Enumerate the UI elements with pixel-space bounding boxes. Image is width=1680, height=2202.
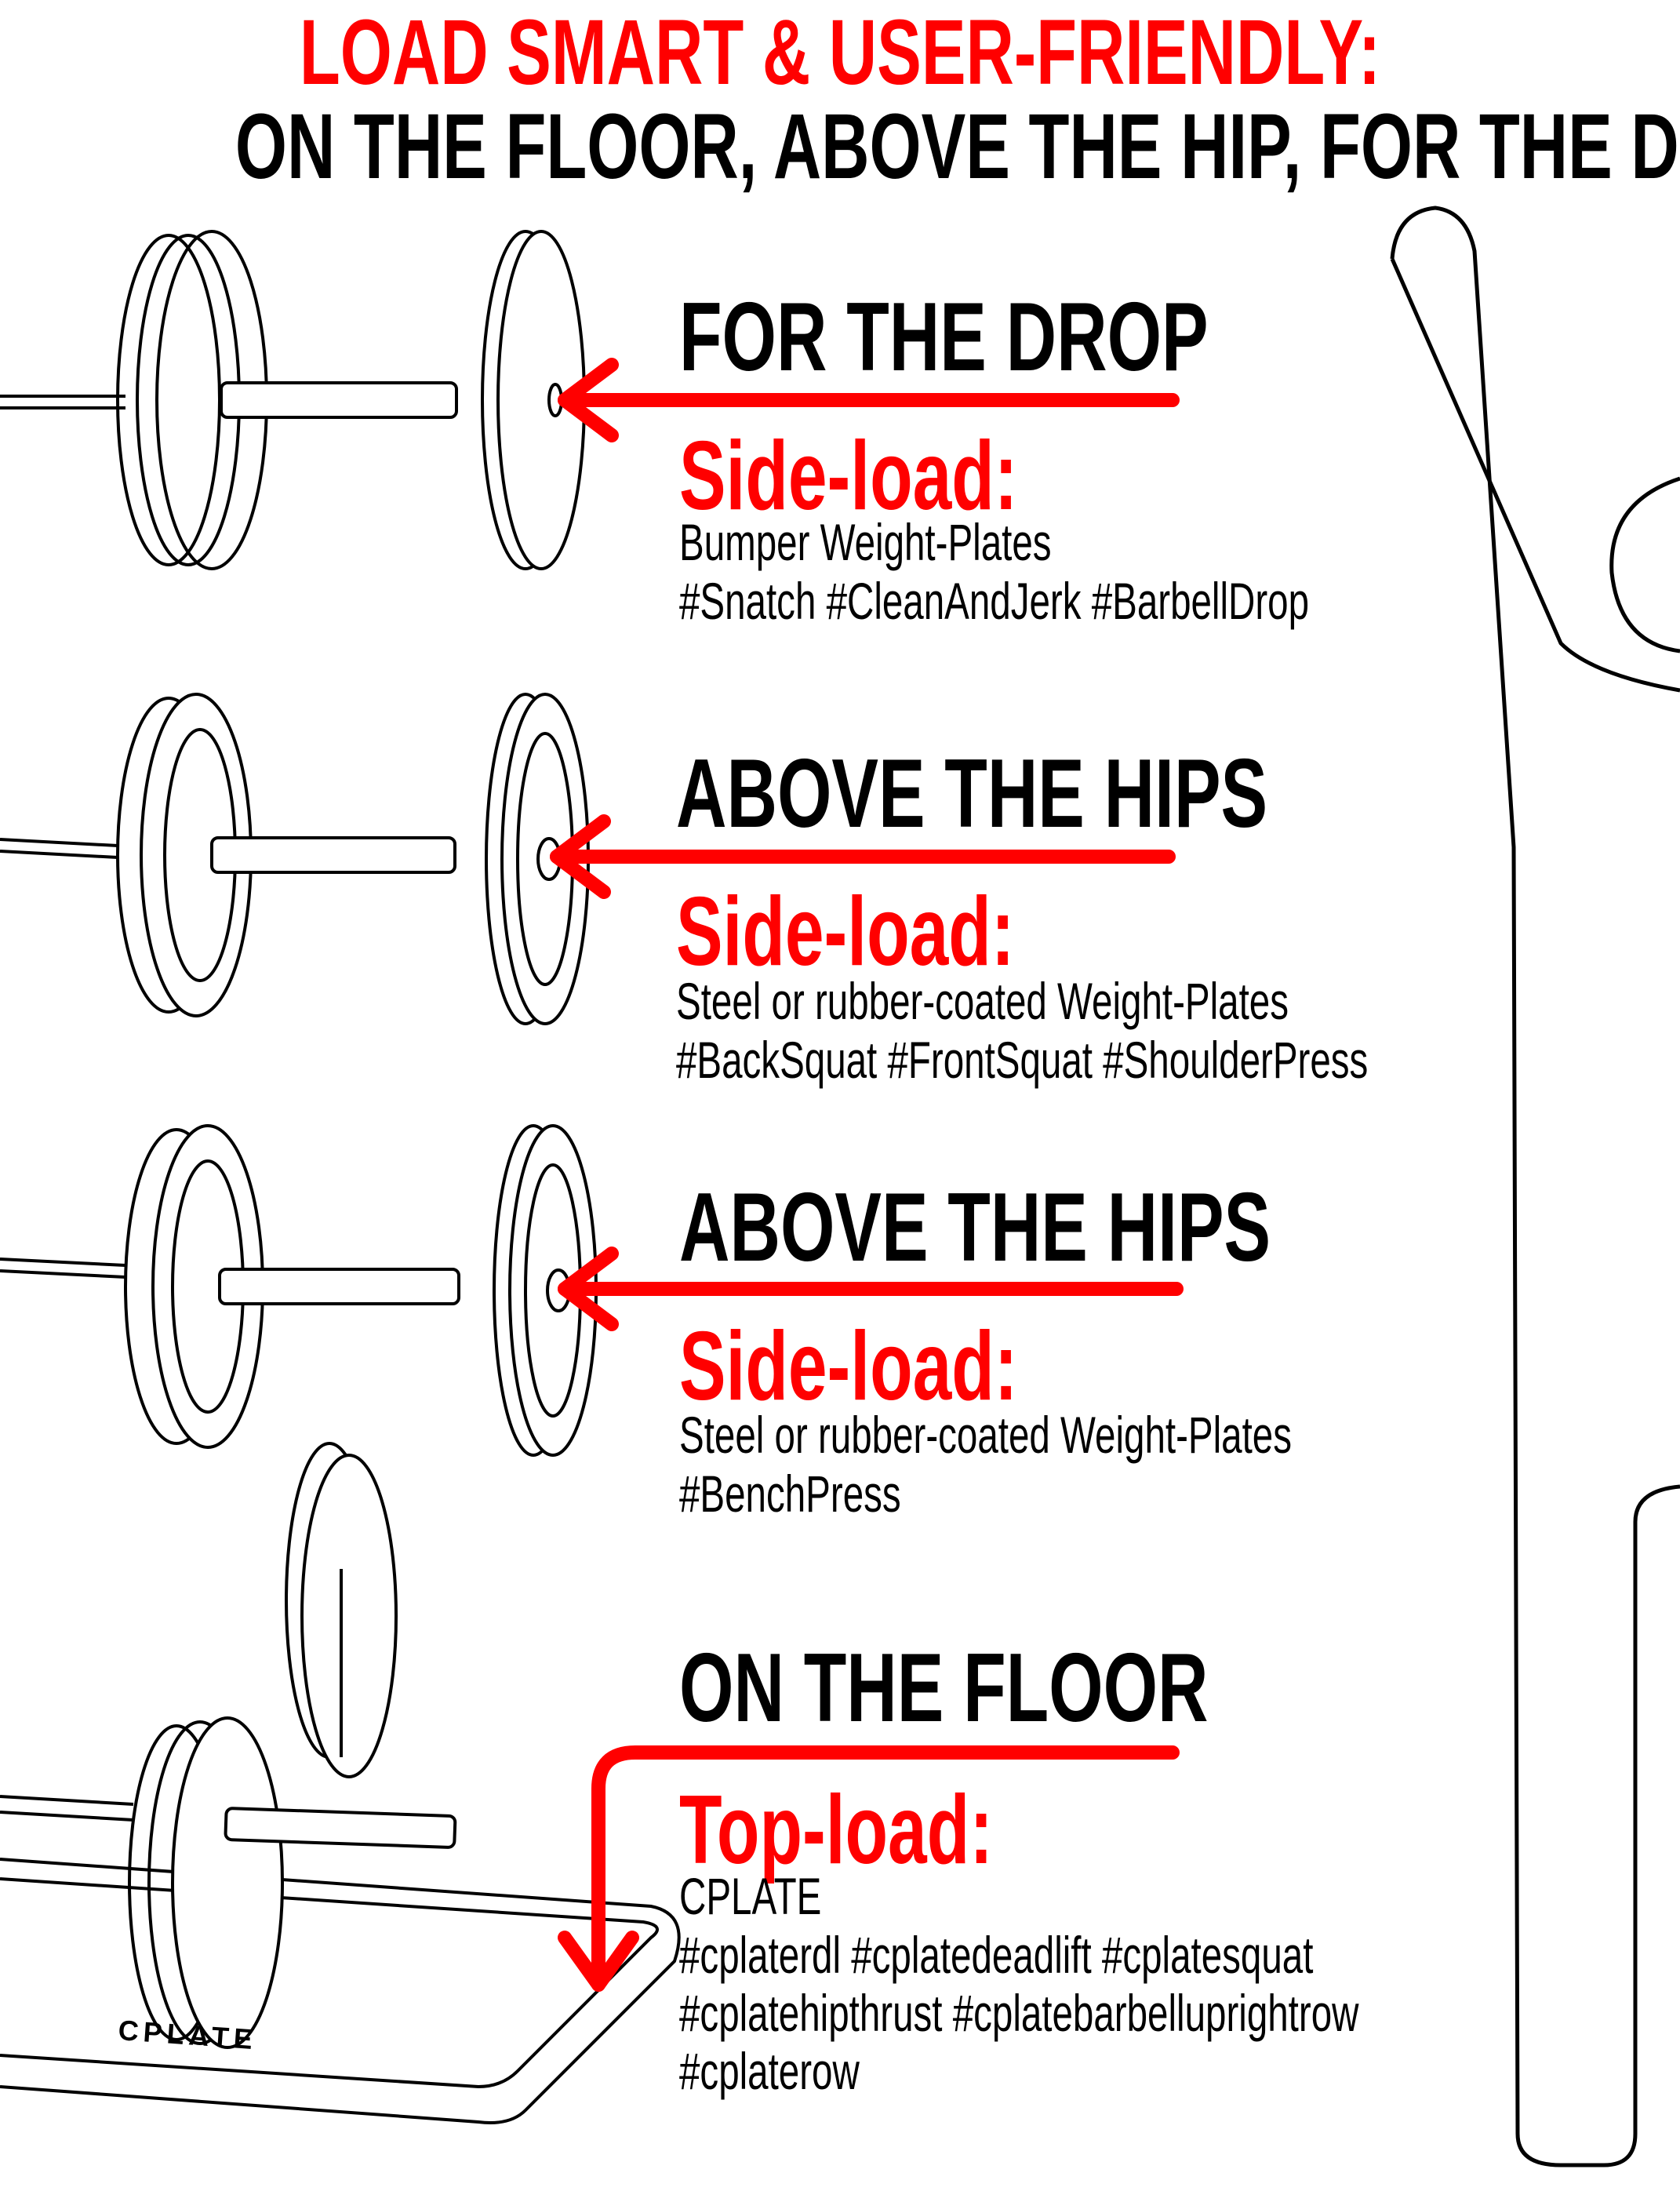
arrow-hips-1-head [550, 814, 611, 899]
rack-upright-inner [1390, 257, 1680, 693]
section-line: Bumper Weight-Plates [679, 513, 1052, 571]
section-heading: FOR THE DROP [679, 283, 1209, 391]
section-line: #BackSquat #FrontSquat #ShoulderPress [676, 1031, 1369, 1089]
rack-hook [1609, 476, 1680, 653]
section-line: Steel or rubber-coated Weight-Plates [676, 972, 1289, 1030]
arrow-hips-2-head [558, 1247, 619, 1331]
header-line-1: LOAD SMART & USER-FRIENDLY: [299, 1, 1381, 104]
rack-upright [1390, 206, 1680, 2167]
section-line: CPLATE [679, 1867, 822, 1925]
steel-plates-drawing-1 [0, 693, 590, 1025]
arrow-floor [591, 1745, 1180, 1992]
section-line: Steel or rubber-coated Weight-Plates [679, 1406, 1292, 1464]
section-heading: ABOVE THE HIPS [676, 740, 1268, 848]
section-line: #BenchPress [679, 1465, 901, 1523]
section-line: #cplaterow [679, 2042, 860, 2100]
section-line: #cplatehipthrust #cplatebarbelluprightro… [679, 1984, 1359, 2042]
load-type: Side-load: [679, 422, 1018, 530]
section-line: #Snatch #CleanAndJerk #BarbellDrop [679, 572, 1310, 630]
load-type: Side-load: [679, 1312, 1018, 1421]
load-type: Side-load: [676, 878, 1015, 986]
section-heading: ON THE FLOOR [679, 1634, 1209, 1742]
arrow-drop-head [558, 358, 619, 442]
bumper-plates-drawing [0, 230, 586, 570]
header-line-2: ON THE FLOOR, ABOVE THE HIP, FOR THE DRO… [235, 95, 1680, 198]
arrows [550, 358, 1184, 1992]
arrow-floor-head [558, 1931, 639, 1992]
cplate-base-drawing [0, 1442, 681, 2124]
section-line: #cplaterdl #cplatedeadlift #cplatesquat [679, 1926, 1314, 1984]
section-heading: ABOVE THE HIPS [679, 1174, 1271, 1282]
steel-plates-drawing-2 [0, 1124, 598, 1457]
load-type: Top-load: [679, 1776, 993, 1884]
